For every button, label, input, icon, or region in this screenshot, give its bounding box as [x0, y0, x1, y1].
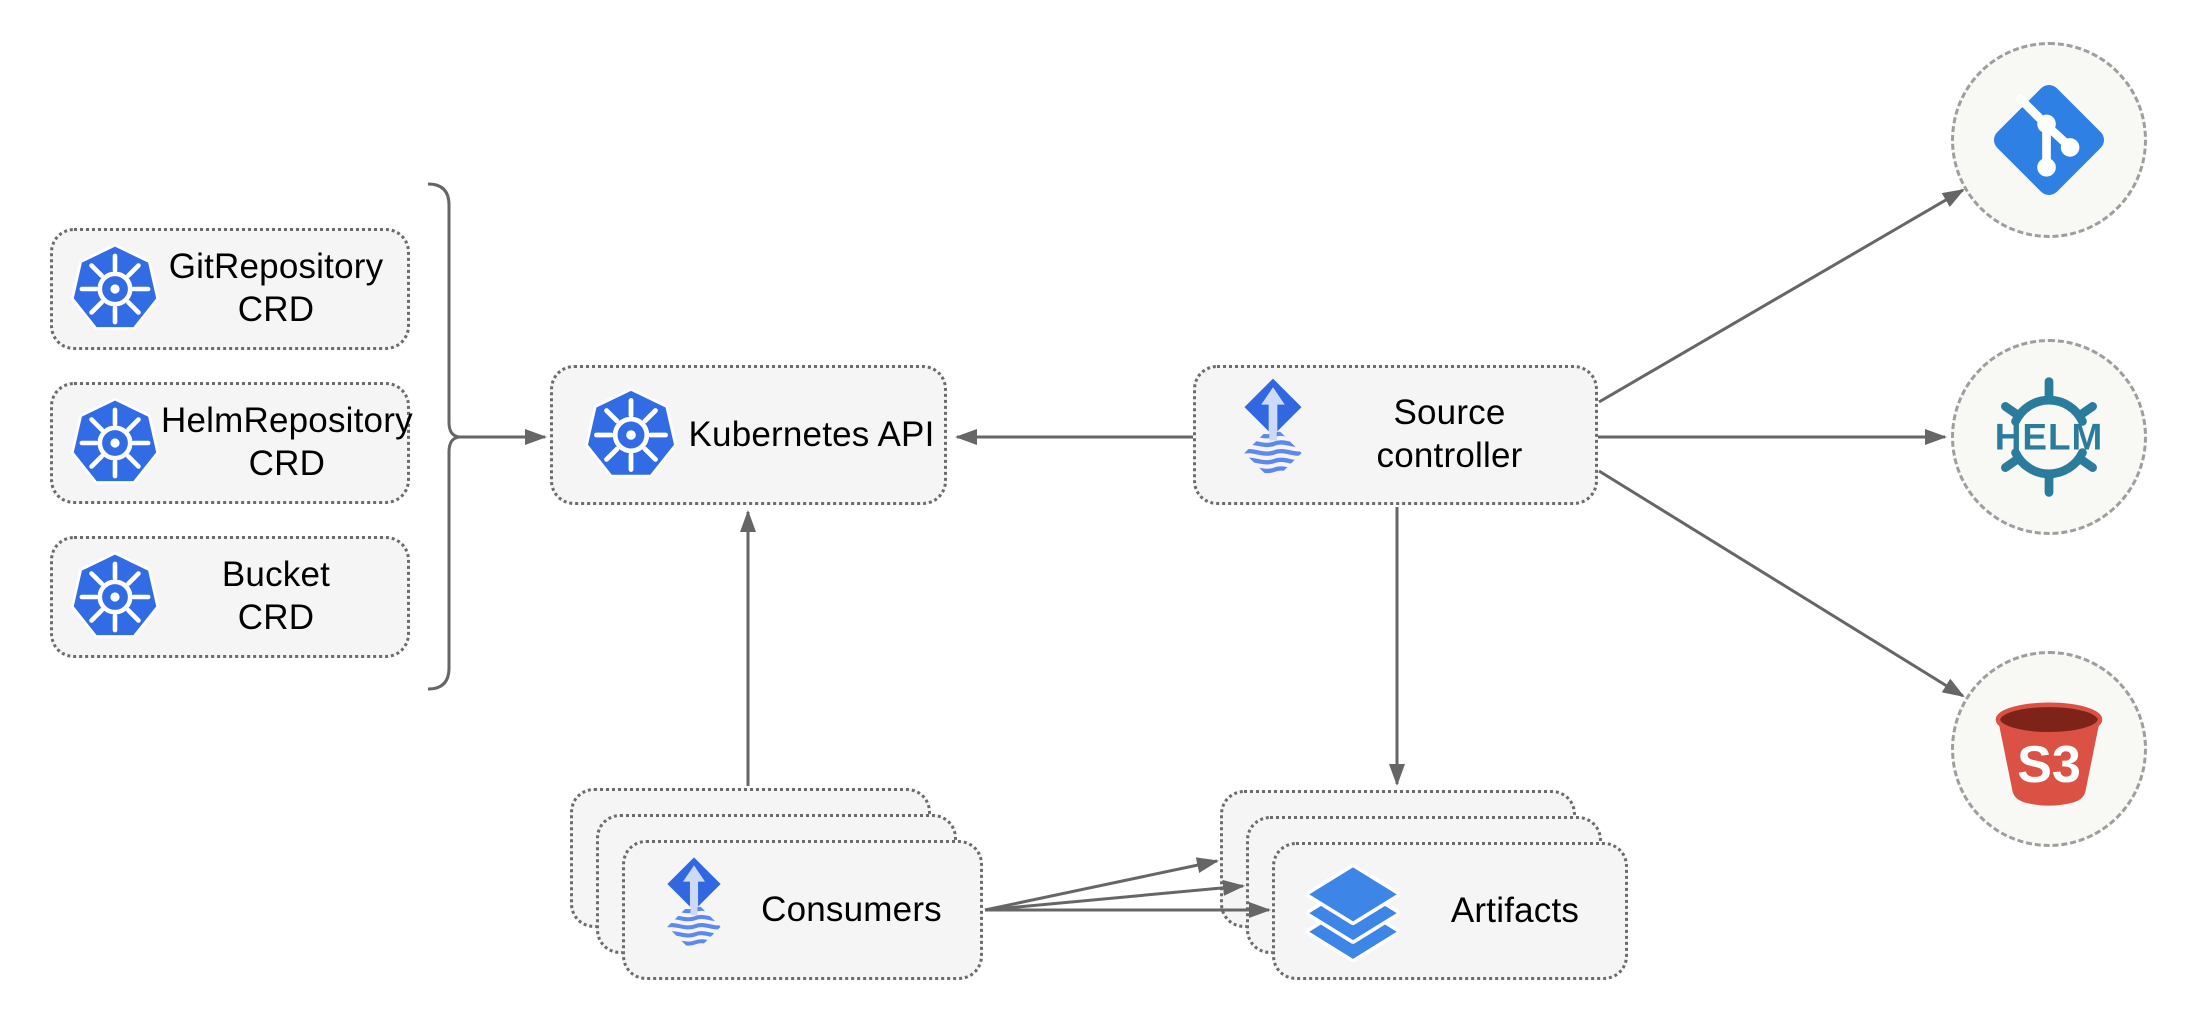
- helm-wordmark: HELM: [1995, 417, 2103, 458]
- arrow-consumers-to-artifacts-2: [984, 879, 1245, 912]
- kubernetes-icon: [69, 241, 161, 337]
- arrow-source-controller-to-s3: [1598, 469, 1965, 698]
- arrow-consumers-to-artifacts-1: [984, 857, 1219, 912]
- flux-icon: [1242, 376, 1304, 494]
- kubernetes-icon: [69, 549, 161, 645]
- node-artifacts: Artifacts: [1272, 842, 1628, 980]
- endpoint-helm: HELM: [1951, 339, 2147, 535]
- kubernetes-icon: [69, 395, 161, 491]
- node-helmrepository-crd: HelmRepository CRD: [50, 382, 413, 504]
- node-label: Source controller: [1376, 393, 1523, 475]
- node-label: Bucket CRD: [221, 555, 331, 637]
- node-source-controller: Source controller: [1193, 365, 1598, 505]
- crd-group-bracket: [427, 182, 460, 691]
- node-kubernetes-api: Kubernetes API: [550, 365, 947, 505]
- node-bucket-crd: Bucket CRD: [50, 536, 410, 658]
- helm-icon: HELM: [1995, 377, 2103, 497]
- node-label: HelmRepository CRD: [161, 401, 413, 483]
- endpoint-s3: S3: [1951, 651, 2147, 847]
- node-consumers: Consumers: [622, 840, 983, 980]
- node-gitrepository-crd: GitRepository CRD: [50, 228, 410, 350]
- node-label: GitRepository CRD: [168, 247, 384, 329]
- endpoint-git: [1951, 42, 2147, 238]
- arrow-source-controller-to-git: [1598, 188, 1965, 404]
- git-icon: [1993, 84, 2105, 196]
- s3-bucket-icon: S3: [1995, 702, 2103, 806]
- s3-wordmark: S3: [2017, 736, 2081, 794]
- kubernetes-icon: [583, 385, 679, 485]
- layers-icon: [1305, 863, 1401, 963]
- node-label: Artifacts: [1450, 890, 1580, 930]
- node-label: Consumers: [761, 889, 942, 929]
- flux-icon: [665, 855, 723, 965]
- node-label: Kubernetes API: [688, 414, 935, 454]
